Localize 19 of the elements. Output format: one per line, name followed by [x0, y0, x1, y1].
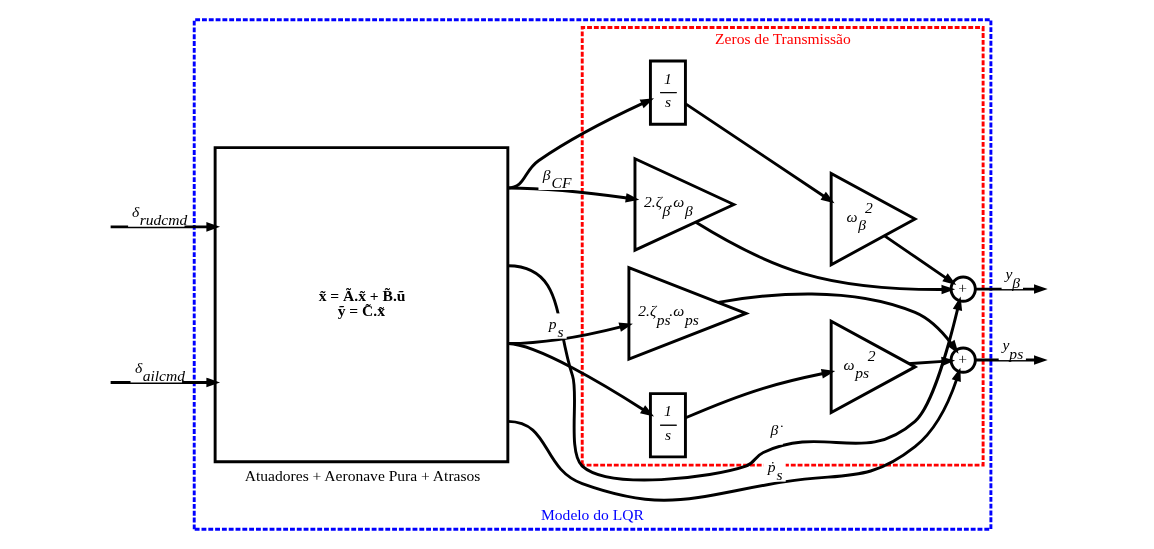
arrow	[507, 264, 963, 482]
arrow	[975, 284, 1048, 294]
arrow	[883, 234, 957, 285]
arrow	[110, 377, 221, 388]
arrow	[718, 292, 959, 354]
arrow	[507, 367, 961, 502]
node-box: 1 s	[648, 59, 687, 126]
node-circle: +	[949, 275, 977, 303]
node-label: Atuadores + Aeronave Pura + Atrasos	[244, 467, 481, 485]
arrow	[908, 356, 956, 367]
node-box: 1 s	[648, 392, 687, 459]
arrow	[695, 221, 956, 295]
arrow	[685, 369, 836, 420]
arrow	[110, 222, 221, 232]
node-circle: +	[949, 346, 977, 374]
arrow	[507, 342, 655, 417]
arrow	[684, 102, 835, 204]
node-box: x̃ = Ã.x̃ + B̃.ũ ỹ = C̃.x̃	[213, 146, 510, 464]
arrow	[975, 355, 1048, 365]
